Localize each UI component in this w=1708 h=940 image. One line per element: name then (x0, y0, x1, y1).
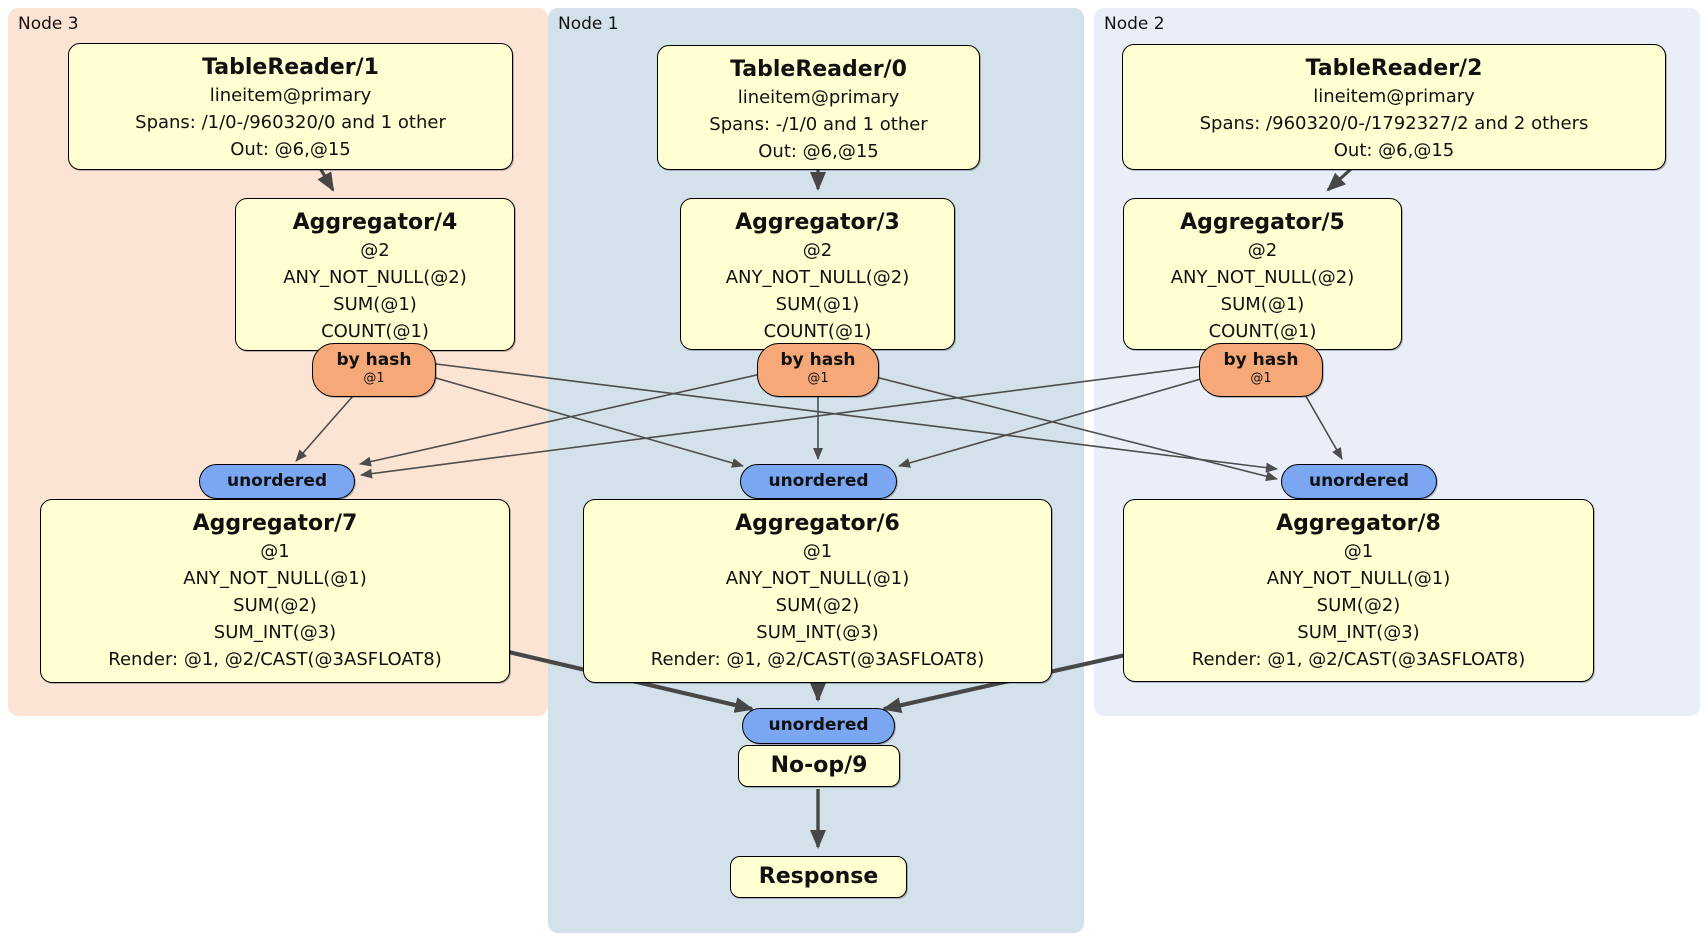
edge-byhash1-unordered8 (847, 369, 1278, 482)
edge-byhash2-unordered7 (360, 361, 1236, 479)
processor-aggregator-8: Aggregator/8 @1 ANY_NOT_NULL(@1) SUM(@2)… (1123, 499, 1594, 682)
processor-detail: Spans: -/1/0 and 1 other (709, 114, 928, 135)
processor-detail: @1 (260, 541, 290, 562)
processor-detail: Out: @6,@15 (758, 141, 879, 162)
router-label: by hash (780, 350, 856, 370)
processor-detail: @2 (802, 240, 833, 261)
edge-byhash2-unordered6 (898, 369, 1233, 468)
processor-tablereader-1: TableReader/1 lineitem@primary Spans: /1… (68, 43, 513, 170)
processor-detail: lineitem@primary (1313, 86, 1475, 107)
processor-title: TableReader/2 (1305, 56, 1483, 81)
processor-response: Response (730, 856, 907, 898)
processor-detail: Spans: /960320/0-/1792327/2 and 2 others (1199, 113, 1589, 134)
processor-detail: ANY_NOT_NULL(@1) (1266, 568, 1451, 589)
synchronizer-unordered-9: unordered (742, 708, 895, 744)
edge-tr1-agg4 (317, 167, 335, 192)
router-label: unordered (1308, 471, 1410, 491)
router-detail: @1 (807, 371, 829, 386)
router-label: unordered (226, 471, 328, 491)
processor-detail: @2 (1247, 240, 1278, 261)
processor-detail: Render: @1, @2/CAST(@3ASFLOAT8) (1191, 649, 1526, 670)
processor-detail: Spans: /1/0-/960320/0 and 1 other (135, 112, 446, 133)
processor-detail: ANY_NOT_NULL(@2) (283, 267, 467, 288)
processor-detail: Out: @6,@15 (230, 139, 351, 160)
processor-title: Aggregator/5 (1180, 210, 1345, 235)
edge-byhash3-unordered8 (419, 361, 1278, 473)
processor-detail: @1 (802, 541, 833, 562)
processor-title: Aggregator/3 (735, 210, 900, 235)
processor-detail: SUM(@1) (1220, 294, 1305, 315)
processor-detail: @1 (1343, 541, 1374, 562)
processor-noop-9: No-op/9 (738, 745, 900, 787)
processor-title: Aggregator/4 (292, 210, 458, 235)
router-detail: @1 (1250, 371, 1272, 386)
processor-aggregator-5: Aggregator/5 @2 ANY_NOT_NULL(@2) SUM(@1)… (1123, 198, 1402, 350)
processor-title: Aggregator/7 (192, 511, 358, 536)
processor-tablereader-2: TableReader/2 lineitem@primary Spans: /9… (1122, 44, 1666, 170)
processor-title: No-op/9 (770, 753, 868, 778)
processor-detail: @2 (360, 240, 390, 261)
processor-title: TableReader/0 (730, 57, 907, 82)
edge-tr2-agg5 (1326, 166, 1354, 192)
synchronizer-unordered-6: unordered (740, 464, 897, 499)
processor-tablereader-0: TableReader/0 lineitem@primary Spans: -/… (657, 45, 980, 170)
processor-detail: SUM(@2) (1316, 595, 1401, 616)
processor-detail: Render: @1, @2/CAST(@3ASFLOAT8) (650, 649, 985, 670)
processor-detail: Out: @6,@15 (1333, 140, 1455, 161)
processor-detail: COUNT(@1) (1208, 321, 1317, 342)
processor-detail: ANY_NOT_NULL(@2) (725, 267, 910, 288)
router-label: by hash (1223, 350, 1299, 370)
processor-detail: ANY_NOT_NULL(@1) (725, 568, 910, 589)
router-label: unordered (768, 471, 869, 491)
processor-detail: SUM(@1) (333, 294, 417, 315)
synchronizer-unordered-7: unordered (199, 464, 355, 499)
processor-title: TableReader/1 (202, 55, 379, 80)
region-node-1-label: Node 1 (558, 14, 619, 34)
processor-detail: SUM_INT(@3) (213, 622, 337, 643)
processor-title: Response (758, 864, 879, 889)
processor-aggregator-4: Aggregator/4 @2 ANY_NOT_NULL(@2) SUM(@1)… (235, 198, 515, 351)
router-by-hash-5: by hash @1 (1199, 343, 1323, 397)
processor-detail: lineitem@primary (737, 87, 900, 108)
processor-detail: ANY_NOT_NULL(@1) (183, 568, 367, 589)
router-by-hash-4: by hash @1 (312, 343, 436, 397)
processor-detail: SUM(@2) (233, 595, 317, 616)
processor-detail: ANY_NOT_NULL(@2) (1170, 267, 1355, 288)
router-by-hash-3: by hash @1 (757, 343, 879, 397)
processor-aggregator-3: Aggregator/3 @2 ANY_NOT_NULL(@2) SUM(@1)… (680, 198, 955, 350)
processor-detail: SUM(@2) (775, 595, 860, 616)
processor-aggregator-6: Aggregator/6 @1 ANY_NOT_NULL(@1) SUM(@2)… (583, 499, 1052, 683)
router-label: unordered (768, 715, 869, 735)
processor-title: Aggregator/6 (735, 511, 900, 536)
synchronizer-unordered-8: unordered (1281, 464, 1437, 499)
processor-detail: SUM(@1) (775, 294, 860, 315)
processor-detail: COUNT(@1) (321, 321, 429, 342)
processor-detail: SUM_INT(@3) (756, 622, 879, 643)
region-node-2-label: Node 2 (1104, 14, 1165, 34)
processor-detail: SUM_INT(@3) (1297, 622, 1420, 643)
edge-byhash1-unordered7 (359, 367, 789, 467)
edge-byhash3-unordered6 (407, 369, 744, 468)
region-node-3-label: Node 3 (18, 14, 79, 34)
processor-detail: COUNT(@1) (763, 321, 872, 342)
processor-detail: Render: @1, @2/CAST(@3ASFLOAT8) (108, 649, 442, 670)
router-detail: @1 (363, 371, 385, 386)
processor-detail: lineitem@primary (209, 85, 372, 106)
processor-title: Aggregator/8 (1276, 511, 1441, 536)
router-label: by hash (336, 350, 412, 370)
processor-aggregator-7: Aggregator/7 @1 ANY_NOT_NULL(@1) SUM(@2)… (40, 499, 510, 683)
